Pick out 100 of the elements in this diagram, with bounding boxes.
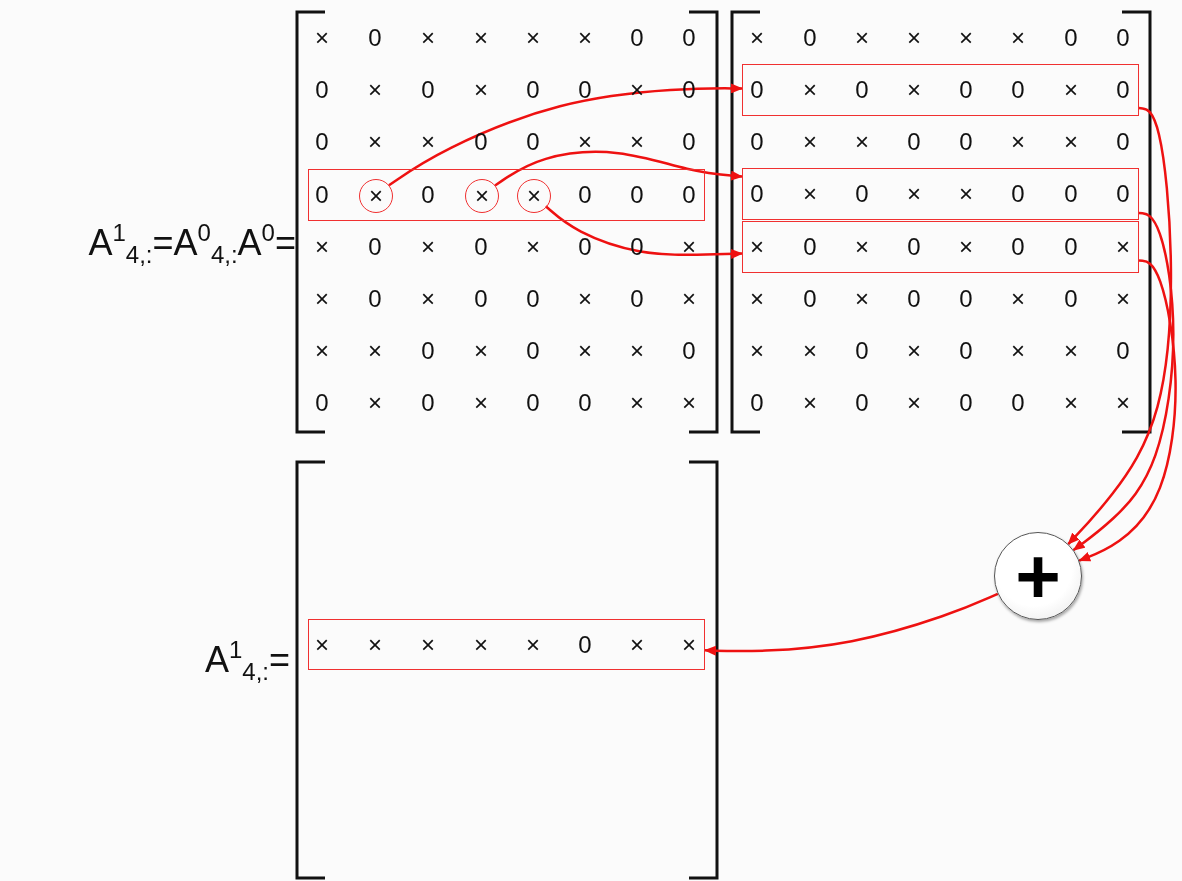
matrix-entry: × — [906, 24, 922, 52]
matrix-entry: 0 — [1115, 24, 1131, 52]
matrix-entry: 0 — [577, 181, 593, 209]
matrix-entry: × — [958, 24, 974, 52]
highlighted-row — [742, 168, 1139, 220]
matrix-entry: × — [577, 128, 593, 156]
plus-sign: + — [1014, 533, 1062, 619]
matrix-entry: 0 — [958, 128, 974, 156]
matrix-entry: 0 — [958, 389, 974, 417]
matrix-entry: × — [314, 285, 330, 313]
matrix-entry: 0 — [420, 337, 436, 365]
matrix-entry: × — [958, 180, 974, 208]
highlighted-row — [742, 64, 1139, 116]
matrix-entry: 0 — [681, 24, 697, 52]
arrow — [1067, 106, 1173, 545]
matrix-entry: × — [629, 389, 645, 417]
matrix-entry: × — [802, 128, 818, 156]
matrix-entry: 0 — [577, 233, 593, 261]
matrix-entry: × — [577, 285, 593, 313]
arrow — [1072, 211, 1175, 552]
arrow — [1078, 259, 1177, 562]
matrix-entry: × — [958, 233, 974, 261]
arrow — [544, 205, 743, 259]
arrow — [494, 150, 743, 187]
matrix-entry: × — [681, 285, 697, 313]
matrix-entry: × — [367, 337, 383, 365]
matrix-entry: 0 — [420, 181, 436, 209]
matrix-entry: × — [525, 631, 541, 659]
matrix-entry: × — [1063, 337, 1079, 365]
matrix-entry: × — [526, 182, 542, 210]
matrix-entry: × — [749, 337, 765, 365]
sum-circle — [994, 532, 1082, 620]
matrix-entry: × — [802, 180, 818, 208]
matrix-entry: × — [1115, 233, 1131, 261]
matrix-entry: × — [525, 233, 541, 261]
matrix-entry: 0 — [525, 389, 541, 417]
matrix-entry: 0 — [681, 128, 697, 156]
matrix-entry: × — [681, 233, 697, 261]
matrix-entry: × — [473, 76, 489, 104]
matrix-entry: 0 — [629, 24, 645, 52]
matrix-entry: × — [1010, 285, 1026, 313]
matrix-entry: × — [473, 24, 489, 52]
matrix-entry: × — [906, 76, 922, 104]
highlighted-row — [742, 221, 1139, 273]
matrix-entry: 0 — [525, 128, 541, 156]
matrix-entry: 0 — [367, 233, 383, 261]
matrix-entry: 0 — [367, 24, 383, 52]
matrix-entry: × — [629, 337, 645, 365]
matrix-entry: 0 — [314, 128, 330, 156]
matrix-entry: × — [1010, 337, 1026, 365]
matrix-entry: × — [420, 24, 436, 52]
matrix-entry: 0 — [367, 285, 383, 313]
matrix-entry: 0 — [314, 76, 330, 104]
matrix-entry: 0 — [473, 285, 489, 313]
matrix-entry: 0 — [629, 285, 645, 313]
matrix-entry: × — [577, 337, 593, 365]
matrix-entry: × — [854, 24, 870, 52]
matrix-entry: × — [629, 631, 645, 659]
formula-label: A$^{1}$$_{4,:}$= — [204, 635, 290, 687]
matrix-entry: × — [1010, 24, 1026, 52]
matrix-entry: 0 — [958, 76, 974, 104]
matrix-entry: × — [854, 128, 870, 156]
matrix-entry: × — [367, 128, 383, 156]
arrow — [704, 592, 999, 656]
matrix-entry: 0 — [906, 285, 922, 313]
matrix-entry: 0 — [681, 181, 697, 209]
matrix-entry: 0 — [906, 233, 922, 261]
matrix-entry: × — [681, 389, 697, 417]
matrix-entry: 0 — [473, 128, 489, 156]
matrix-entry: 0 — [802, 285, 818, 313]
matrix-entry: 0 — [473, 233, 489, 261]
matrix-entry: 0 — [1010, 180, 1026, 208]
matrix-entry: × — [906, 337, 922, 365]
matrix-entry: 0 — [525, 76, 541, 104]
matrix-entry: × — [314, 631, 330, 659]
matrix-entry: × — [420, 631, 436, 659]
matrix-entry: × — [314, 233, 330, 261]
matrix-entry: × — [1063, 76, 1079, 104]
matrix-entry: × — [1115, 285, 1131, 313]
matrix-entry: 0 — [525, 337, 541, 365]
matrix-entry: 0 — [1010, 233, 1026, 261]
matrix-entry: 0 — [802, 24, 818, 52]
matrix-entry: × — [474, 182, 490, 210]
matrix-entry: × — [1115, 389, 1131, 417]
matrix-entry: × — [802, 337, 818, 365]
matrix-entry: 0 — [1063, 285, 1079, 313]
matrix-entry: × — [1063, 128, 1079, 156]
matrix-entry: × — [802, 76, 818, 104]
matrix-entry: × — [854, 233, 870, 261]
matrix-entry: × — [420, 285, 436, 313]
matrix-entry: 0 — [577, 389, 593, 417]
matrix-entry: 0 — [854, 180, 870, 208]
matrix-entry: 0 — [1010, 76, 1026, 104]
matrix-entry: × — [577, 24, 593, 52]
matrix-entry: × — [473, 631, 489, 659]
matrix-entry: 0 — [1115, 128, 1131, 156]
matrix-entry: × — [420, 128, 436, 156]
matrix-entry: 0 — [749, 389, 765, 417]
matrix-entry: × — [749, 285, 765, 313]
matrix-entry: 0 — [420, 389, 436, 417]
